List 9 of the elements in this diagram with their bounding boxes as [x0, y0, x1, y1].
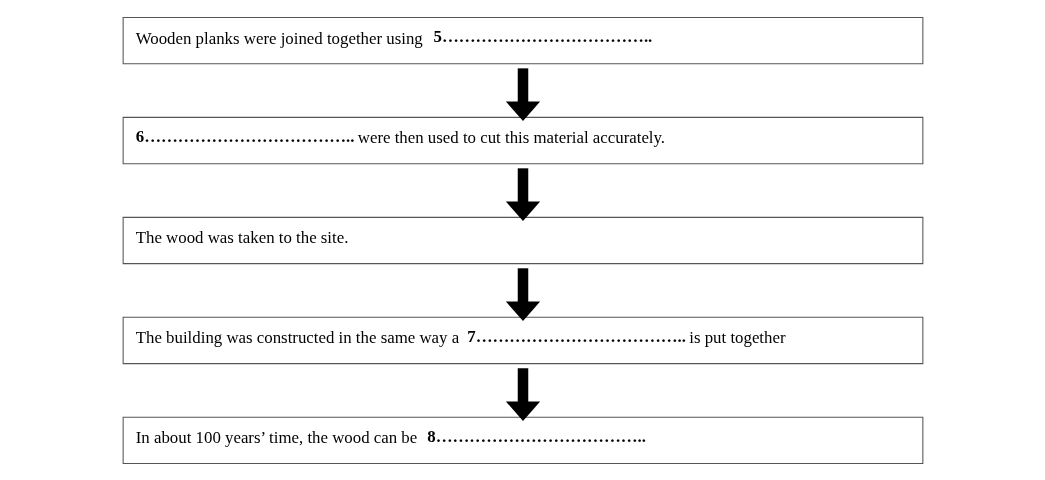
arrow	[505, 67, 540, 121]
node-box: In about 100 years’ time, the wood can be 8………………………………..	[122, 416, 923, 464]
arrow	[505, 267, 540, 321]
arrow	[505, 367, 540, 421]
node-box: The building was constructed in the same way a 7……………………………….. is put together	[122, 316, 923, 364]
node-box: The wood was taken to the site.	[122, 216, 923, 264]
arrow	[505, 167, 540, 221]
node-box: Wooden planks were joined together using 5………………………………..	[122, 16, 923, 64]
node-box: 6……………………………….. were then used to cut this material accurately.	[122, 116, 923, 164]
